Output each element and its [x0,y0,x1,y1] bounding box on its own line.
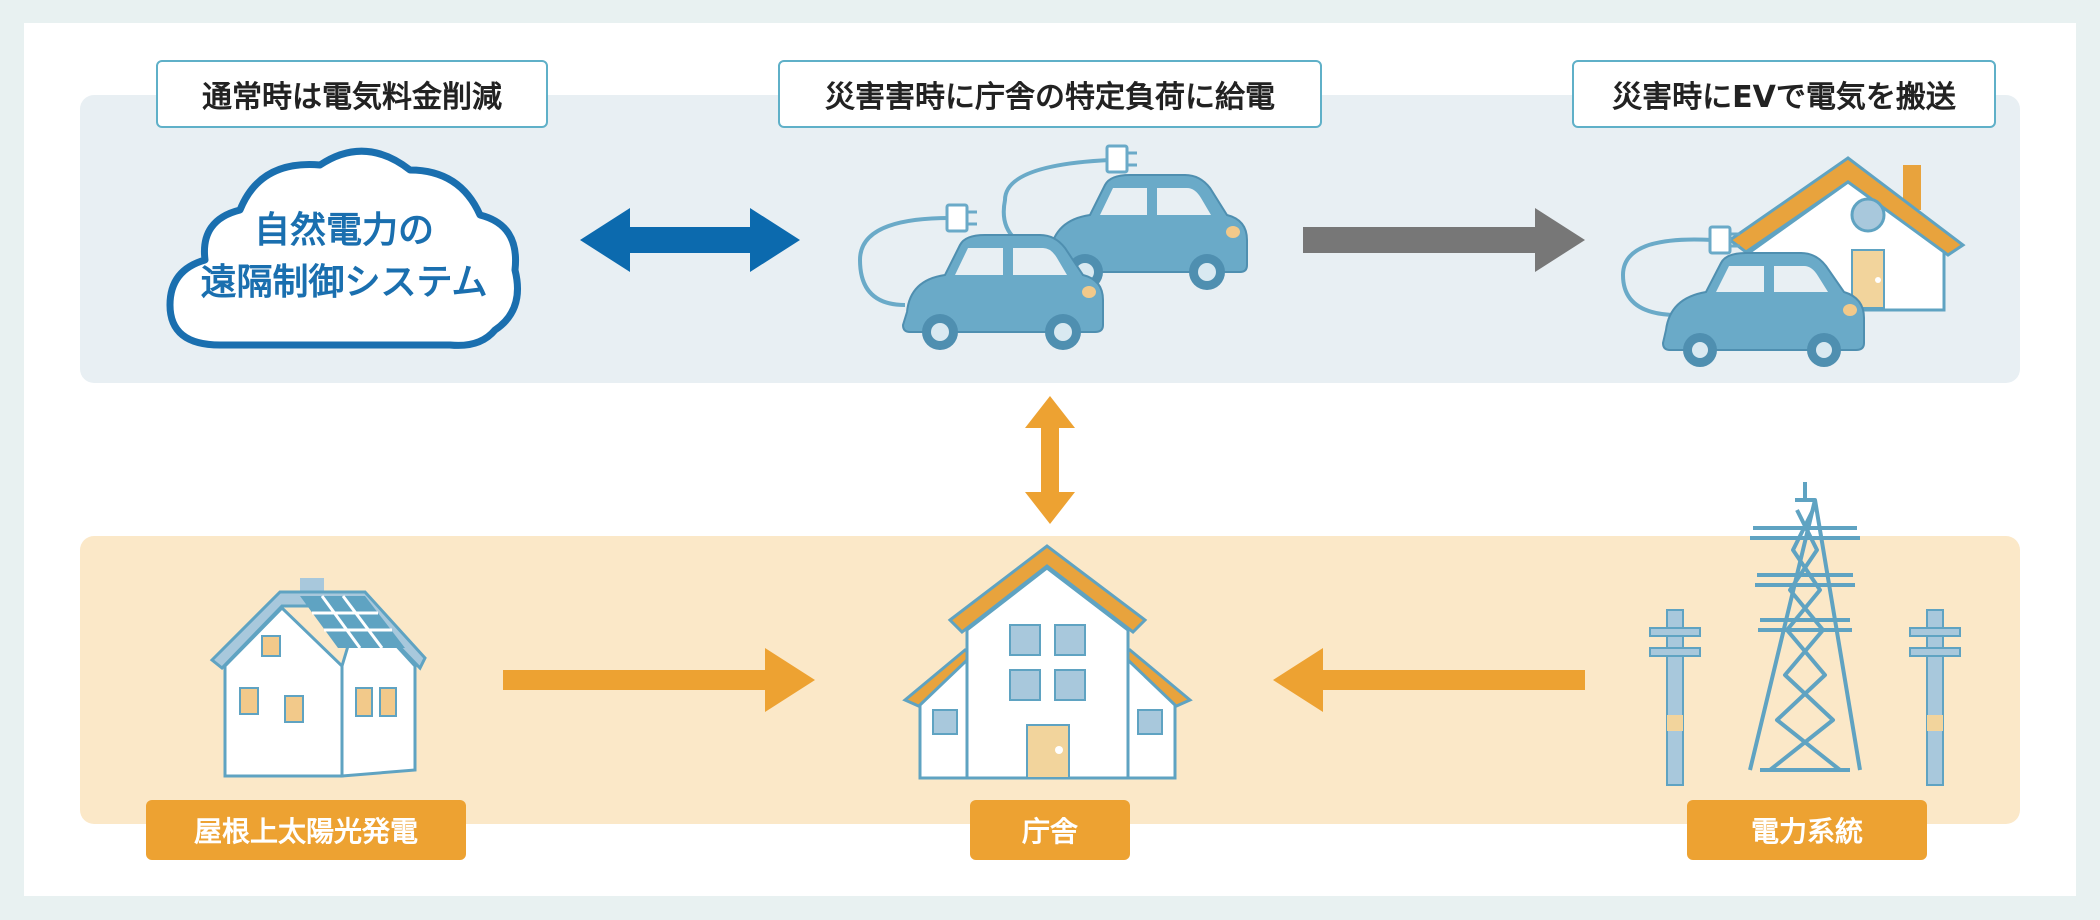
label-cost-reduction: 通常時は電気料金削減 [156,60,548,128]
left-arrow-orange [1273,648,1585,712]
cloud-label: 自然電力の 遠隔制御システム [168,205,520,309]
ev-car-rear [1046,174,1248,290]
right-arrow-orange [503,648,815,712]
government-office-icon [902,544,1193,780]
ev-cars-charging-icon [857,144,1248,350]
tag-solar: 屋根上太陽光発電 [146,800,466,860]
house-with-ev-icon [1620,156,1966,367]
label-disaster-supply: 災害害時に庁舎の特定負荷に給電 [778,60,1322,128]
cloud-label-line1: 自然電力の [253,210,434,251]
ev-car-front [901,234,1104,350]
tag-office: 庁舎 [970,800,1130,860]
cloud-icon [166,147,521,349]
solar-house-icon [209,578,427,778]
label-ev-transport: 災害時にEVで電気を搬送 [1572,60,1996,128]
right-arrow-gray [1303,208,1585,272]
ev-car-transport [1661,252,1865,367]
transmission-tower [1748,482,1862,772]
tag-grid: 電力系統 [1687,800,1927,860]
utility-pole-left [1649,609,1701,786]
bidirectional-arrow-blue [580,208,800,272]
power-grid-icon [1649,482,1961,786]
vertical-bidirectional-arrow [1025,396,1075,524]
utility-pole-right [1909,609,1961,786]
cloud-label-line2: 遠隔制御システム [200,262,488,303]
